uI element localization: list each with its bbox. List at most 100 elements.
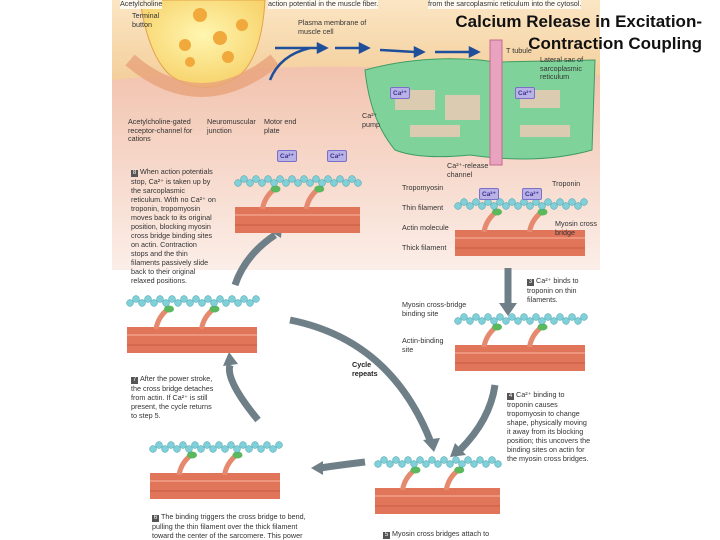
actin-molecule <box>204 295 212 303</box>
thick-filament <box>150 473 280 499</box>
actin-molecule <box>348 175 356 183</box>
thick-filament-label: Thick filament <box>402 243 447 252</box>
actin-molecule <box>209 445 217 453</box>
actin-molecule <box>484 313 492 321</box>
actin-molecule <box>197 445 205 453</box>
actin-molecule <box>234 299 242 307</box>
step-number: 4 <box>507 393 514 400</box>
actin-molecule <box>422 460 430 468</box>
actin-molecule <box>263 441 271 449</box>
actin-molecule <box>168 295 176 303</box>
actin-molecule <box>192 295 200 303</box>
actin-molecule <box>490 317 498 325</box>
actin-molecule <box>404 456 412 464</box>
actin-molecule <box>174 299 182 307</box>
thick-filament <box>375 488 500 514</box>
sarcomere-filaments <box>374 456 502 514</box>
myosin-head <box>492 208 502 216</box>
sarcomere-filaments <box>234 175 362 233</box>
actin-molecule <box>162 299 170 307</box>
actin-molecule <box>264 175 272 183</box>
myosin-cross-bridge <box>199 307 216 330</box>
step-number: 7 <box>131 377 138 384</box>
step-description: After the power stroke, the cross bridge… <box>131 374 214 420</box>
step-description: Ca²⁺ binds to troponin on thin filaments… <box>527 276 579 304</box>
ca-ion-badge: Ca²⁺ <box>522 188 542 200</box>
actin-molecule <box>246 179 254 187</box>
actin-molecule <box>294 179 302 187</box>
sarcomere-filaments <box>149 441 283 499</box>
actin-molecule <box>574 317 582 325</box>
actin-molecule <box>185 445 193 453</box>
myosin-head <box>232 451 243 459</box>
actin-molecule <box>398 460 406 468</box>
actin-molecule <box>276 175 284 183</box>
step-number: 8 <box>131 170 138 177</box>
actin-molecule <box>275 441 283 449</box>
ca-ion-badge: Ca²⁺ <box>479 188 499 200</box>
actin-molecule <box>472 313 480 321</box>
actin-molecule <box>496 198 504 206</box>
terminal-button-label: Terminal button <box>132 11 160 29</box>
actin-molecule <box>416 456 424 464</box>
sarcomere-filaments <box>126 295 260 353</box>
thick-filament <box>127 327 257 353</box>
actin-molecule <box>324 175 332 183</box>
actin-molecule <box>460 198 468 206</box>
actin-molecule <box>526 317 534 325</box>
actin-molecule <box>155 441 163 449</box>
actin-molecule <box>496 313 504 321</box>
actin-molecule <box>138 299 146 307</box>
ca-ion-badge: Ca²⁺ <box>327 150 347 162</box>
actin-molecule <box>330 179 338 187</box>
myosin-cross-bridge <box>153 307 170 330</box>
actin-molecule <box>466 202 474 210</box>
actin-molecule <box>234 179 242 187</box>
actin-molecule <box>300 175 308 183</box>
actin-molecule <box>454 317 462 325</box>
slide-title: Calcium Release in Excitation-Contractio… <box>455 12 702 53</box>
actin-molecule <box>526 202 534 210</box>
myosin-head <box>209 305 220 313</box>
step-number: 6 <box>152 515 159 522</box>
actin-molecule <box>538 317 546 325</box>
actin-molecule <box>482 460 490 468</box>
actin-molecule <box>258 179 266 187</box>
actin-molecule <box>228 295 236 303</box>
actin-binding-site-label: Actin-binding site <box>402 336 444 354</box>
actin-molecule <box>466 317 474 325</box>
actin-molecule <box>574 202 582 210</box>
actin-molecule <box>179 441 187 449</box>
sarcomere-filaments <box>454 198 588 256</box>
actin-molecule <box>464 456 472 464</box>
cycle-arrows <box>225 232 512 472</box>
actin-molecule <box>227 441 235 449</box>
actin-molecule <box>198 299 206 307</box>
actin-molecule <box>144 295 152 303</box>
actin-molecule <box>167 441 175 449</box>
actin-molecule <box>488 456 496 464</box>
actin-molecule <box>288 175 296 183</box>
actin-molecule <box>544 313 552 321</box>
actin-molecule <box>282 179 290 187</box>
actin-molecule <box>306 179 314 187</box>
actin-molecule <box>221 445 229 453</box>
actin-molecule <box>580 198 588 206</box>
plasma-membrane-label: Plasma membrane of muscle cell <box>298 18 367 36</box>
actin-molecule <box>478 317 486 325</box>
actin-molecule <box>246 299 254 307</box>
myosin-head <box>537 323 548 331</box>
actin-molecule <box>191 441 199 449</box>
step-description: Ca²⁺ binding to troponin causes tropomyo… <box>507 390 591 463</box>
actin-molecule <box>149 445 157 453</box>
actin-molecule <box>514 317 522 325</box>
actin-molecule <box>150 299 158 307</box>
myosin-cross-bridge <box>222 453 239 476</box>
actin-molecule <box>568 313 576 321</box>
actin-molecule <box>240 295 248 303</box>
myosin-head <box>410 466 421 474</box>
troponin-label: Troponin <box>552 179 581 188</box>
